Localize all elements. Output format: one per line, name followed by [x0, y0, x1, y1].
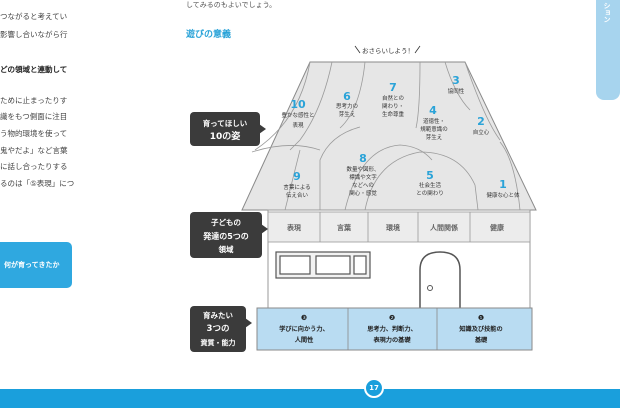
- ability-num: ❷: [389, 314, 395, 322]
- what-grew-label: 何が育ってきたか: [4, 261, 60, 269]
- abilities-base: ❸ 学びに向かう力、 人間性 ❷ 思考力、判断力、 表現力の基礎 ❶ 知識及び技…: [256, 307, 533, 351]
- roof-dividers: [251, 61, 521, 211]
- roof-text-4c: 芽生え: [426, 133, 443, 141]
- roof-num-4: 4: [429, 104, 437, 117]
- body-text-line: 影響し合いながら行: [0, 30, 68, 39]
- roof-num-9: 9: [293, 170, 301, 183]
- label-three-line2: 3つの: [207, 324, 230, 334]
- roof-text-10a: 豊かな感性と: [281, 111, 314, 119]
- domain-label: 健康: [490, 223, 505, 232]
- side-tab-label: ション: [603, 2, 611, 23]
- top-text: してみるのもよいでしょう。: [186, 1, 277, 9]
- domain-label: 人間関係: [430, 223, 458, 232]
- label-five-line1: 子どもの: [211, 217, 241, 227]
- label-three-line1: 育みたい: [203, 310, 233, 320]
- label-three-abilities: 育みたい 3つの 資質・能力: [190, 306, 252, 352]
- label-ten-line2: 10の姿: [210, 130, 241, 142]
- body-text-line: 鬼やだよ」など言葉: [0, 146, 68, 155]
- roof-text-9a: 言葉による: [283, 183, 310, 191]
- section-heading: 遊びの意義: [186, 30, 232, 40]
- ability-num: ❶: [478, 314, 484, 322]
- roof-text-5a: 社会生活: [419, 181, 442, 189]
- body-text-line: るのは「⑤表現」につ: [0, 179, 75, 188]
- footer-bar: [0, 389, 620, 408]
- label-three-line3: 資質・能力: [201, 338, 236, 347]
- roof-text-9b: 伝え合い: [286, 191, 309, 199]
- windows: [275, 251, 371, 279]
- roof-text-8a: 数量や図形、: [346, 165, 379, 173]
- ability-text: 思考力、判断力、: [367, 325, 417, 333]
- roof-num-6: 6: [343, 90, 351, 103]
- roof-text-7b: 関わり・: [382, 103, 404, 110]
- label-five-line3: 領域: [218, 244, 234, 254]
- ability-num: ❸: [301, 314, 307, 322]
- label-ten-line1: 育ってほしい: [203, 118, 248, 128]
- roof-text-8d: 関心・感覚: [349, 189, 377, 197]
- roof-text-7a: 自然との: [382, 94, 404, 102]
- label-ten-figures: 育ってほしい 10の姿: [190, 112, 266, 146]
- roof-text-6b: 芽生え: [339, 110, 356, 118]
- roof-num-10: 10: [290, 98, 306, 111]
- domain-label: 環境: [386, 223, 400, 232]
- roof-text-8b: 標識や文字: [349, 173, 377, 181]
- label-five-line2: 発達の5つの: [202, 231, 249, 241]
- domain-label: 言葉: [337, 223, 352, 232]
- domain-label: 表現: [286, 223, 301, 232]
- domain-row: 表現 言葉 環境 人間関係 健康: [267, 211, 531, 243]
- roof-text-4a: 道徳性・: [423, 117, 445, 125]
- roof: [241, 61, 537, 211]
- ability-text: 基礎: [474, 336, 488, 344]
- page-number-text: 17: [369, 384, 379, 392]
- roof-text-8c: などへの: [352, 181, 374, 189]
- banner: おさらいしよう！: [354, 45, 421, 55]
- roof-num-8: 8: [359, 152, 367, 165]
- door: [419, 251, 461, 318]
- roof-text-3: 協同性: [448, 87, 465, 95]
- body-text-line: ために止まったりす: [0, 96, 68, 105]
- door-knob: [427, 285, 433, 291]
- body-text-line: に話し合ったりする: [0, 162, 68, 171]
- roof-text-4b: 規範意識の: [420, 125, 448, 133]
- roof-num-1: 1: [499, 178, 507, 191]
- roof-num-7: 7: [389, 81, 397, 94]
- page-number: 17: [364, 378, 384, 398]
- roof-text-10b: 表現: [292, 121, 304, 129]
- banner-text: おさらいしよう！: [362, 47, 414, 55]
- ability-text: 表現力の基礎: [372, 336, 411, 344]
- roof-text-1: 健康な心と体: [486, 191, 520, 199]
- roof-text-7c: 生命尊重: [382, 110, 405, 118]
- body-text-line: つながると考えてい: [0, 12, 68, 21]
- body-text-line: う物的環境を使って: [0, 129, 68, 138]
- roof-num-5: 5: [426, 169, 434, 182]
- roof-text-2: 自立心: [473, 128, 490, 136]
- roof-num-2: 2: [477, 115, 485, 128]
- roof-num-3: 3: [452, 74, 460, 87]
- ability-text: 知識及び技能の: [458, 325, 502, 333]
- label-five-domains: 子どもの 発達の5つの 領域: [190, 212, 268, 258]
- body-text-line: どの領域と連動して: [0, 65, 68, 74]
- ability-text: 人間性: [295, 336, 314, 344]
- body-text-line: 識をもつ側面に注目: [0, 112, 68, 121]
- side-tab: ション: [596, 0, 620, 100]
- roof-text-5b: との関わり: [416, 190, 443, 197]
- ability-text: 学びに向かう力、: [279, 325, 329, 333]
- what-grew-box: 何が育ってきたか: [0, 242, 72, 288]
- roof-text-6a: 思考力の: [336, 102, 358, 110]
